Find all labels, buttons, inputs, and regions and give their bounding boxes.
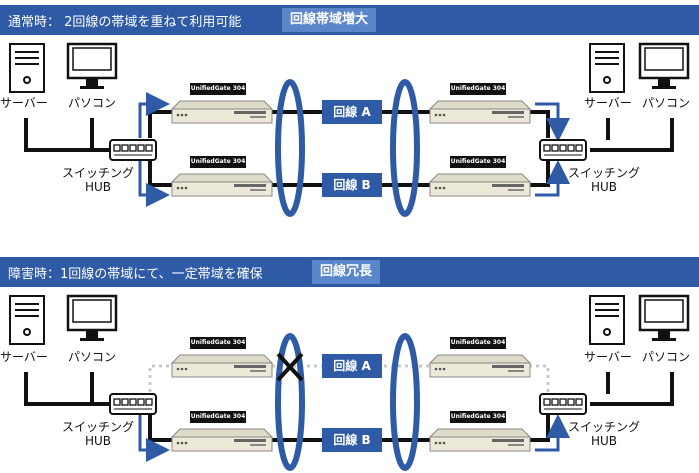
- server-label: サーバー: [0, 350, 48, 364]
- router-icon: [429, 173, 531, 197]
- router-icon: [429, 100, 531, 124]
- server-icon: [589, 295, 625, 345]
- banner-normal: 通常時： 2回線の帯域を重ねて利用可能 回線帯域増大: [0, 5, 699, 35]
- server-label: サーバー: [584, 350, 632, 364]
- router-label: UnifiedGate 304: [450, 337, 506, 349]
- router-label: UnifiedGate 304: [190, 156, 246, 168]
- router-icon: [429, 354, 531, 378]
- switching-hub-label: スイッチング HUB: [567, 420, 640, 448]
- pc-label: パソコン: [67, 96, 116, 110]
- line-a-label: 回線 A: [322, 100, 382, 124]
- switching-hub-icon: [109, 393, 157, 415]
- server-label: サーバー: [0, 96, 48, 110]
- line-a-label: 回線 A: [322, 354, 382, 378]
- server-icon: [9, 43, 45, 93]
- banner-text: 通常時： 2回線の帯域を重ねて利用可能: [8, 15, 242, 30]
- pc-icon: [638, 294, 690, 343]
- router-label: UnifiedGate 304: [190, 83, 246, 95]
- pc-icon: [638, 42, 690, 91]
- server-label: サーバー: [584, 96, 632, 110]
- router-icon: [171, 428, 273, 452]
- banner-tag: 回線帯域増大: [282, 8, 377, 32]
- router-icon: [171, 100, 273, 124]
- router-label: UnifiedGate 304: [450, 83, 506, 95]
- ring-icon: [275, 333, 305, 471]
- line-b-label: 回線 B: [322, 428, 382, 452]
- router-label: UnifiedGate 304: [450, 411, 506, 423]
- switching-hub-icon: [539, 139, 587, 161]
- server-icon: [9, 295, 45, 345]
- section-failure: [9, 294, 690, 471]
- pc-label: パソコン: [641, 96, 690, 110]
- switching-hub-label: スイッチング HUB: [61, 166, 134, 194]
- router-label: UnifiedGate 304: [450, 156, 506, 168]
- router-icon: [429, 428, 531, 452]
- switching-hub-label: スイッチング HUB: [567, 166, 640, 194]
- banner-text: 障害時：1回線の帯域にて、一定帯域を確保: [8, 267, 263, 282]
- switching-hub-icon: [109, 139, 157, 161]
- router-label: UnifiedGate 304: [190, 411, 246, 423]
- router-label: UnifiedGate 304: [190, 337, 246, 349]
- router-icon: [171, 354, 273, 378]
- line-b-label: 回線 B: [322, 173, 382, 197]
- router-icon: [171, 173, 273, 197]
- failure-x-icon: [276, 352, 304, 382]
- switching-hub-label: スイッチング HUB: [61, 420, 134, 448]
- pc-icon: [66, 294, 118, 343]
- pc-label: パソコン: [67, 350, 116, 364]
- section-normal: [9, 42, 690, 217]
- pc-icon: [66, 42, 118, 91]
- pc-label: パソコン: [641, 350, 690, 364]
- banner-failure: 障害時：1回線の帯域にて、一定帯域を確保 回線冗長: [0, 257, 699, 287]
- ring-icon: [275, 79, 305, 217]
- banner-tag: 回線冗長: [312, 260, 381, 284]
- switching-hub-icon: [539, 393, 587, 415]
- ring-icon: [390, 333, 420, 471]
- ring-icon: [390, 79, 420, 217]
- server-icon: [589, 43, 625, 93]
